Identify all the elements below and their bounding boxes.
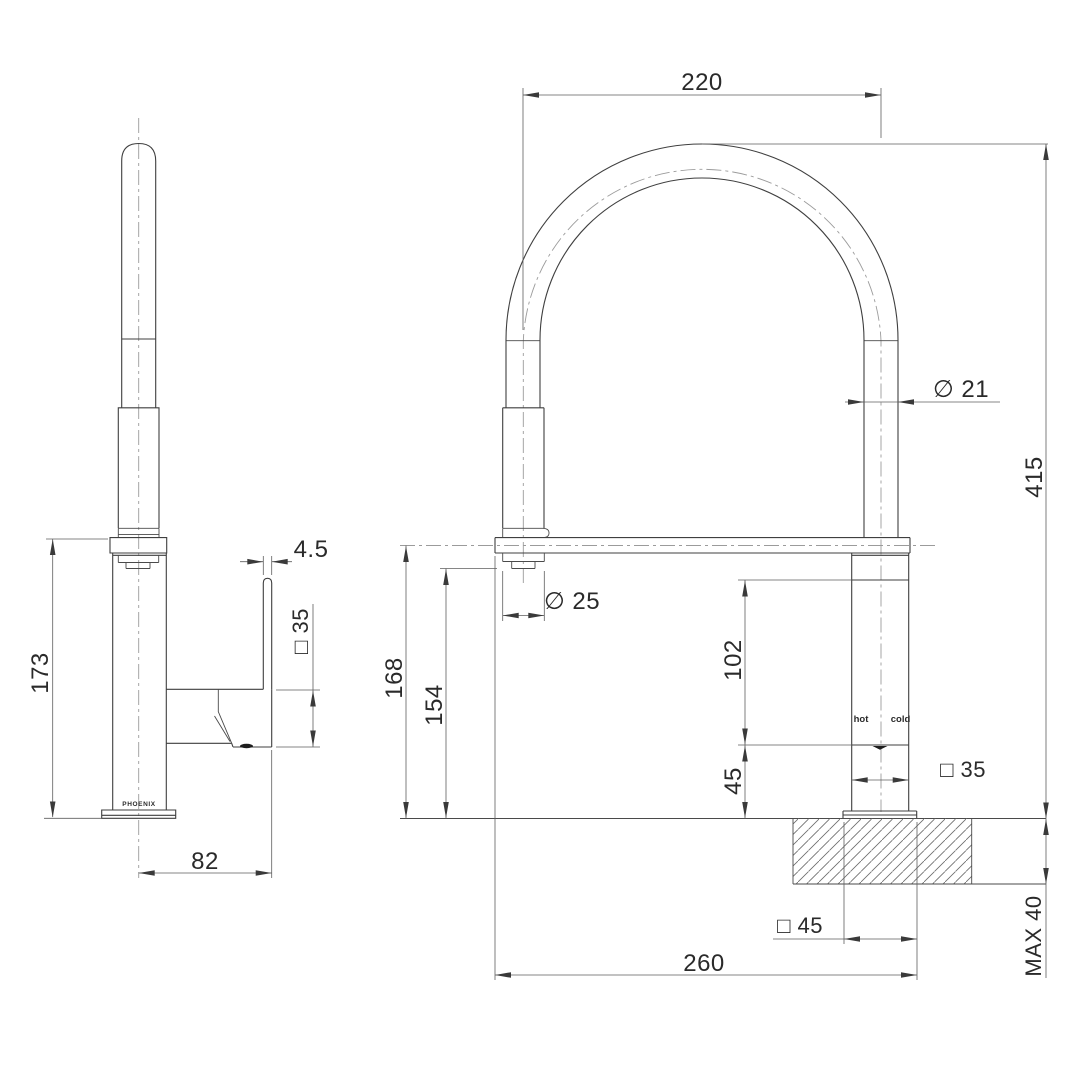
hot-marking: hot (854, 714, 870, 725)
front-view: hot cold 220 ∅ 21 415 MAX 40 (381, 69, 1049, 980)
hose-inner-arc (539, 177, 865, 341)
dim-spout-reach: 82 (138, 750, 273, 878)
dim-upper-body: 102 (720, 579, 852, 746)
dim-base-square-label: □ 45 (777, 913, 823, 938)
dim-base-square: □ 45 (773, 822, 918, 980)
front-base-flange (842, 810, 918, 819)
bench-hatch (793, 818, 972, 884)
right-hose-tube (863, 340, 899, 538)
dim-overall-width: 260 (494, 556, 917, 980)
dim-handle-square: □ 35 (276, 604, 320, 748)
dim-arc-width: 220 (522, 69, 882, 330)
side-outlet-detail (117, 555, 160, 569)
dim-lever-width: 4.5 (240, 536, 328, 575)
dim-deck-height-label: 168 (381, 657, 408, 699)
hose-centerline (522, 168, 882, 812)
front-spray-head (502, 407, 545, 528)
dim-lower-body: 45 (720, 745, 748, 819)
hose-outer-arc (505, 143, 899, 341)
front-body (851, 553, 910, 811)
dim-overall-width-label: 260 (683, 950, 725, 977)
dim-hose-diameter-label: ∅ 21 (933, 376, 989, 403)
dim-max-bench-label: MAX 40 (1021, 895, 1046, 976)
dim-upper-body-label: 102 (720, 639, 747, 681)
side-base-flange (101, 809, 177, 819)
dim-lower-body-label: 45 (720, 767, 747, 795)
dim-lever-width-label: 4.5 (294, 536, 329, 563)
side-spray-head (117, 407, 160, 528)
dim-body-square-label: □ 35 (940, 757, 986, 782)
left-hose-tube (505, 340, 541, 408)
dim-handle-square-label: □ 35 (288, 608, 313, 654)
side-view: PHOENIX 173 4.5 □ 35 82 (27, 118, 328, 878)
deck-plate (494, 537, 911, 554)
dim-spout-reach-label: 82 (191, 848, 219, 875)
side-collar-bands (117, 527, 160, 538)
dim-deck-height: 168 (381, 545, 409, 819)
dim-side-height: 173 (27, 538, 108, 819)
dim-arc-width-label: 220 (681, 69, 723, 96)
cold-marking: cold (891, 714, 911, 725)
side-aerator-dot (240, 743, 253, 749)
spray-outlet (502, 553, 545, 569)
bench-section-outline (792, 818, 1046, 885)
dim-spray-diameter-label: ∅ 25 (544, 588, 600, 615)
brand-label: PHOENIX (122, 801, 156, 808)
side-body (112, 553, 167, 810)
side-spout-tube (121, 142, 157, 408)
dim-spray-diameter: ∅ 25 (502, 571, 600, 621)
dim-outlet-height-label: 154 (421, 684, 448, 726)
dim-side-height-label: 173 (27, 652, 54, 694)
lever-indicator (872, 746, 888, 750)
front-spray-clip (502, 527, 550, 539)
dim-overall-height-label: 415 (1021, 456, 1048, 498)
side-handle-body (166, 688, 273, 748)
dim-body-square: □ 35 (851, 757, 986, 783)
dim-outlet-height: 154 (421, 568, 497, 819)
side-handle-lever (262, 577, 273, 690)
dim-hose-diameter: ∅ 21 (845, 376, 1000, 405)
side-cartridge-lines (214, 689, 233, 744)
dim-overall-height: 415 MAX 40 (702, 143, 1049, 978)
